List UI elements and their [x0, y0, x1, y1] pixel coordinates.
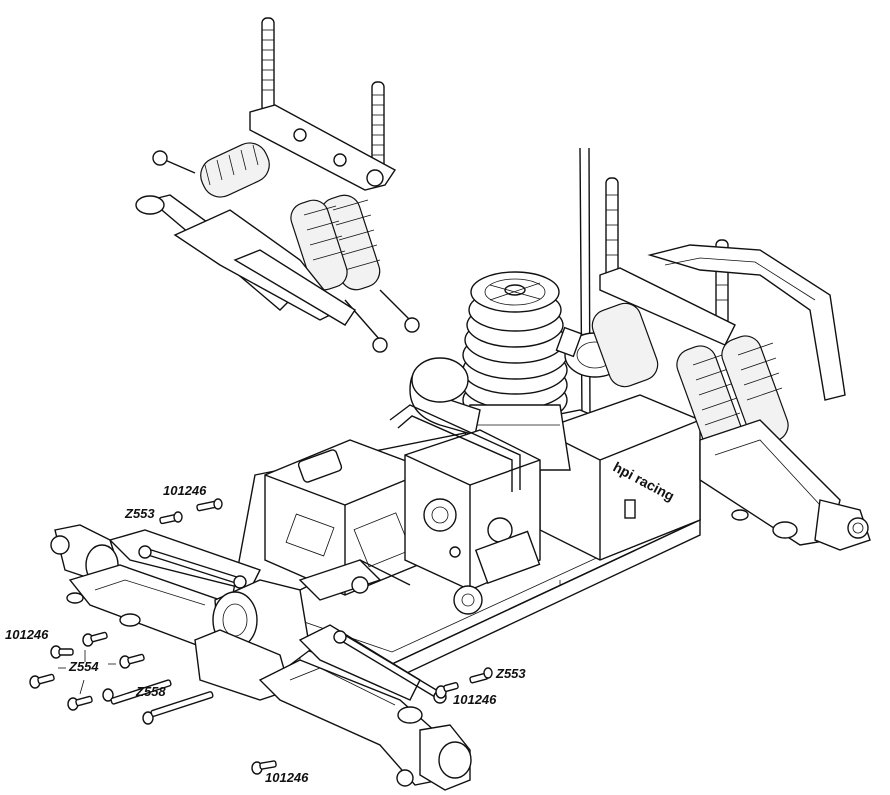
screw-z553-top [159, 511, 183, 525]
antenna-tube [576, 147, 594, 425]
radio-box: hpi racing [539, 394, 701, 561]
front-right-suspension [258, 624, 472, 791]
screw-z558-b [142, 691, 214, 725]
label-z554: Z554 [69, 659, 99, 674]
engine [409, 271, 626, 471]
screw-z554-c [29, 673, 55, 689]
fuel-tank [264, 439, 431, 596]
label-z558: Z558 [136, 684, 166, 699]
roll-bar [389, 404, 521, 492]
label-z553-right: Z553 [496, 666, 526, 681]
centre-gearbox [404, 429, 541, 615]
screw-z554-b [119, 653, 145, 669]
front-shock-tower [135, 17, 420, 353]
label-101246-bottom: 101246 [265, 770, 309, 785]
screw-101246-bottom [251, 760, 277, 775]
front-left-suspension [50, 524, 261, 651]
screw-z554-d [67, 695, 93, 711]
front-shock-left [152, 142, 270, 198]
rear-shock-tower [591, 177, 871, 551]
front-diff [194, 559, 411, 701]
screw-z558-a [102, 679, 172, 705]
screw-z554-a [82, 631, 108, 647]
label-101246-left: 101246 [5, 627, 49, 642]
screw-z553-right [469, 667, 493, 684]
screw-101246-right [435, 682, 459, 699]
label-101246-right: 101246 [453, 692, 497, 707]
label-101246-top: 101246 [163, 483, 207, 498]
label-z553-top: Z553 [125, 506, 155, 521]
loose-screws [29, 498, 493, 775]
screw-101246-top [196, 498, 223, 512]
front-shock-right [290, 194, 420, 353]
screw-101246-left [50, 645, 74, 659]
